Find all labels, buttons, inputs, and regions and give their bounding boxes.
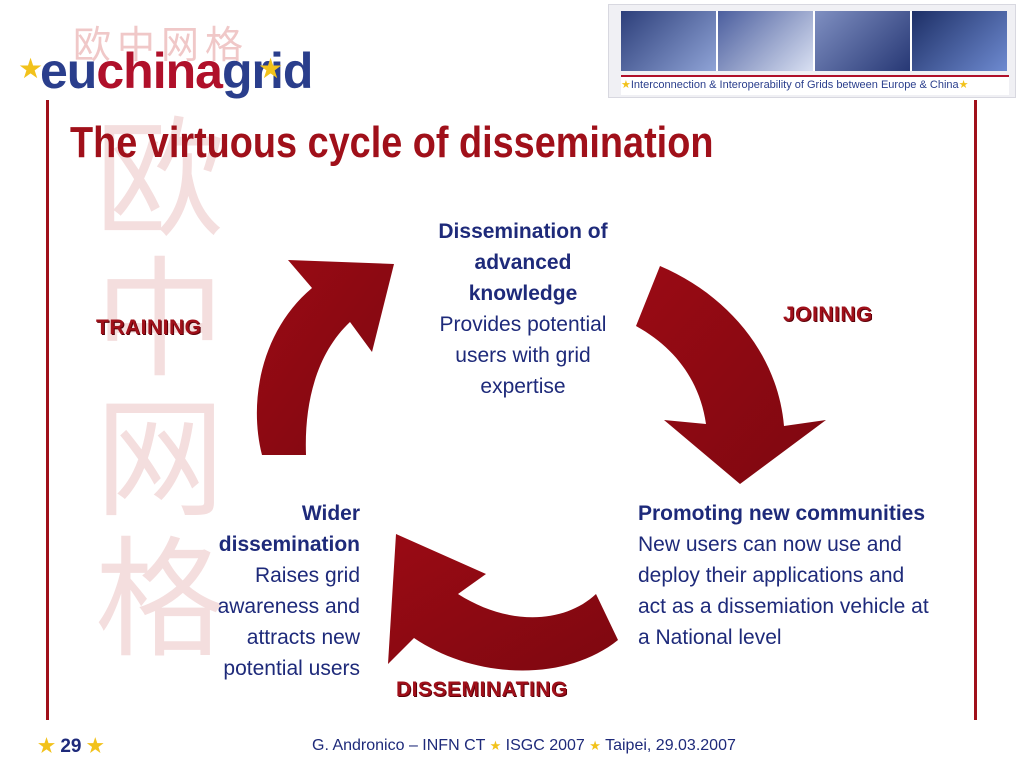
footer-event: ISGC 2007: [505, 737, 585, 754]
star-icon: ★: [621, 79, 631, 91]
cycle-stage-promoting-communities: Promoting new communities New users can …: [638, 498, 938, 653]
banner-photo: [815, 11, 912, 71]
step-label-training: TRAINING: [96, 316, 202, 339]
banner-photo: [718, 11, 815, 71]
star-icon: ★: [489, 738, 502, 753]
banner-tagline-bar: ★Interconnection & Interoperability of G…: [621, 75, 1009, 95]
page-number: 29: [60, 736, 82, 757]
cycle-stage-wider-dissemination: Wider dissemination Raises grid awarenes…: [168, 498, 360, 684]
watermark-char: 格: [94, 524, 225, 676]
logo-chinese-text: 欧中网格: [73, 23, 250, 67]
logo-china: china: [96, 43, 223, 99]
logo-grid: grid: [221, 43, 313, 99]
stage-description: Raises grid awareness and attracts new p…: [217, 564, 360, 680]
footer-place-date: Taipei, 29.03.2007: [605, 737, 736, 754]
star-icon: ★: [18, 53, 44, 84]
logo-eu: eu: [40, 43, 97, 99]
footer-credits: G. Andronico – INFN CT ★ ISGC 2007 ★ Tai…: [312, 737, 736, 755]
step-label-disseminating: DISSEMINATING: [396, 678, 568, 701]
stage-description: Provides potential users with grid exper…: [439, 313, 607, 398]
stage-heading: Dissemination of advanced knowledge: [438, 220, 608, 305]
cycle-stage-dissemination-of-knowledge: Dissemination of advanced knowledge Prov…: [418, 216, 628, 402]
chinese-watermark: 欧 中 网 格: [70, 110, 250, 670]
star-icon: ★: [38, 736, 56, 757]
right-frame-line: [974, 100, 977, 720]
header-banner: ★Interconnection & Interoperability of G…: [608, 4, 1016, 98]
stage-description: New users can now use and deploy their a…: [638, 533, 929, 649]
banner-photo-strip: [621, 11, 1007, 71]
cycle-arrow-disseminating: [388, 534, 618, 671]
slide-title: The virtuous cycle of dissemination: [70, 118, 714, 167]
star-icon: ★: [958, 79, 969, 91]
cycle-arrow-joining: [636, 266, 826, 484]
watermark-char: 网: [94, 384, 225, 536]
banner-tagline: Interconnection & Interoperability of Gr…: [630, 79, 959, 91]
watermark-char: 欧: [94, 104, 225, 256]
logo-wordmark: euchinagrid: [40, 42, 313, 100]
step-label-joining: JOINING: [783, 303, 873, 326]
star-icon: ★: [86, 736, 104, 757]
euchinagrid-logo: 欧中网格 ★ euchinagrid ★: [18, 12, 313, 102]
star-icon: ★: [258, 53, 284, 84]
footer-author: G. Andronico – INFN CT: [312, 737, 486, 754]
stage-heading: Wider dissemination: [218, 502, 360, 556]
banner-photo: [912, 11, 1007, 71]
star-icon: ★: [589, 738, 601, 753]
watermark-char: 中: [94, 244, 225, 396]
footer-page-number: ★ 29 ★: [38, 735, 104, 758]
banner-photo: [621, 11, 718, 71]
cycle-arrow-training: [256, 260, 394, 455]
left-frame-line: [46, 100, 49, 720]
stage-heading: Promoting new communities: [638, 502, 926, 525]
